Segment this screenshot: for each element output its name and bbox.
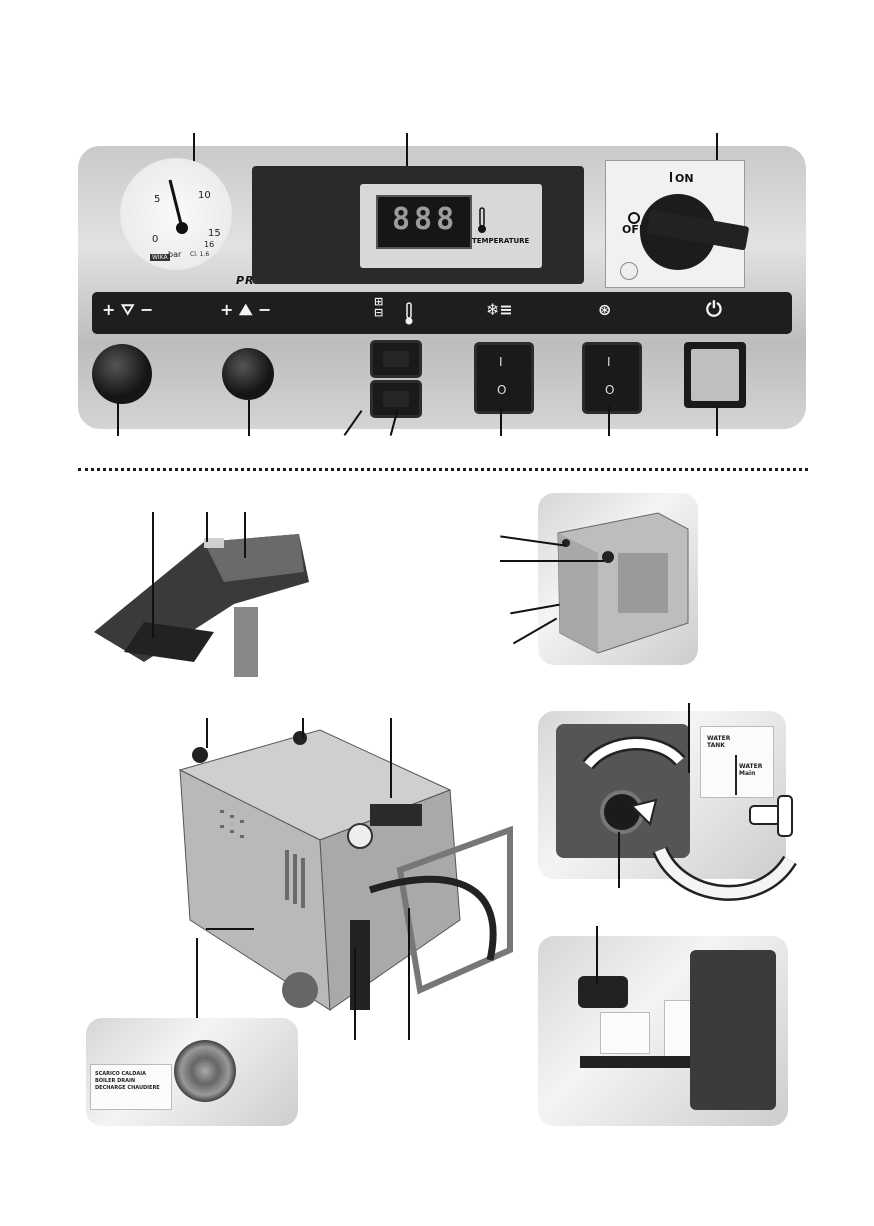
leader-line-gun-2 [206, 512, 208, 542]
temperature-label: TEMPERATURE [472, 237, 529, 245]
steam-cleaner-machine-illustration [170, 720, 530, 1030]
thermometer-icon [476, 207, 488, 235]
drain-valve-handwheel[interactable] [174, 1040, 236, 1102]
on-text: ON [675, 172, 694, 185]
leader-line-front-3 [390, 718, 392, 798]
machine-rear-illustration [538, 493, 698, 665]
pump-switch-on-mark: I [607, 355, 611, 369]
power-indicator-switch[interactable] [684, 342, 746, 408]
leader-line-front-1 [206, 718, 208, 748]
curved-arrow-icon[interactable] [580, 735, 692, 785]
boiler-drain-sticker: SCARICO CALDAIA BOILER DRAIN DECHARGE CH… [90, 1064, 172, 1110]
accessory-tray [580, 1056, 698, 1068]
temperature-small-icon [404, 302, 414, 326]
pump-switch[interactable]: I O [582, 342, 642, 414]
function-icon-bar: + ⛛ − + ⛰ − ⊞⊟ ❄≡ ⊛ ⏻ [92, 292, 792, 334]
leader-line-5 [500, 406, 502, 436]
water-main-label: WATER Main [739, 763, 762, 777]
boiler-drain-label: SCARICO CALDAIA BOILER DRAIN DECHARGE CH… [95, 1071, 160, 1092]
temperature-plus-button[interactable] [370, 340, 422, 378]
pump-switch-off-mark: O [605, 383, 614, 397]
leader-line-gun-1 [152, 512, 154, 638]
gauge-needle-icon [120, 158, 232, 270]
leader-line-7 [716, 406, 718, 436]
leader-line-front-2 [302, 718, 304, 738]
detergent-knob[interactable] [222, 348, 274, 400]
leader-line-gun-3 [244, 512, 246, 558]
leader-line-1 [117, 402, 119, 436]
pressure-gauge: 0 5 10 15 16 bar Cl. 1.6 WIKA [120, 158, 232, 270]
leader-line-rear-2 [500, 560, 604, 562]
steam-switch-off-mark: O [497, 383, 506, 397]
sticker-divider [735, 755, 737, 795]
leader-line-front-6 [354, 948, 356, 1040]
steam-icon: ❄≡ [486, 300, 513, 319]
detergent-adjust-icon: + ⛰ − [220, 300, 271, 320]
steam-switch-on-mark: I [499, 355, 503, 369]
water-tank-label: WATER TANK [707, 735, 730, 749]
section-divider [78, 468, 808, 471]
temperature-digits: 888 [392, 202, 458, 237]
nozzle-rack [690, 950, 776, 1110]
water-source-sticker: WATER TANK WATER Main [700, 726, 774, 798]
leader-line-6 [608, 406, 610, 436]
leader-line-front-4 [206, 928, 254, 930]
steam-gun-illustration [84, 512, 318, 682]
steam-switch[interactable]: I O [474, 342, 534, 414]
main-switch-on-label: ON [670, 172, 694, 185]
leader-line-2 [248, 400, 250, 436]
leader-line-valve [688, 703, 690, 773]
warning-sticker [600, 1012, 650, 1054]
pump-icon: ⊛ [598, 300, 611, 319]
steam-pressure-knob[interactable] [92, 344, 152, 404]
steam-pressure-adjust-icon: + ⛛ − [102, 300, 153, 320]
leader-line-socket [596, 926, 598, 984]
hose-connection-socket[interactable] [578, 976, 628, 1008]
temperature-adjust-icon: ⊞⊟ [374, 296, 383, 318]
leader-line-inlet [618, 832, 620, 888]
insert-arrow-icon [628, 796, 668, 836]
leader-line-front-7 [408, 908, 410, 1040]
ge-logo-icon [620, 262, 638, 280]
power-icon: ⏻ [706, 297, 722, 321]
